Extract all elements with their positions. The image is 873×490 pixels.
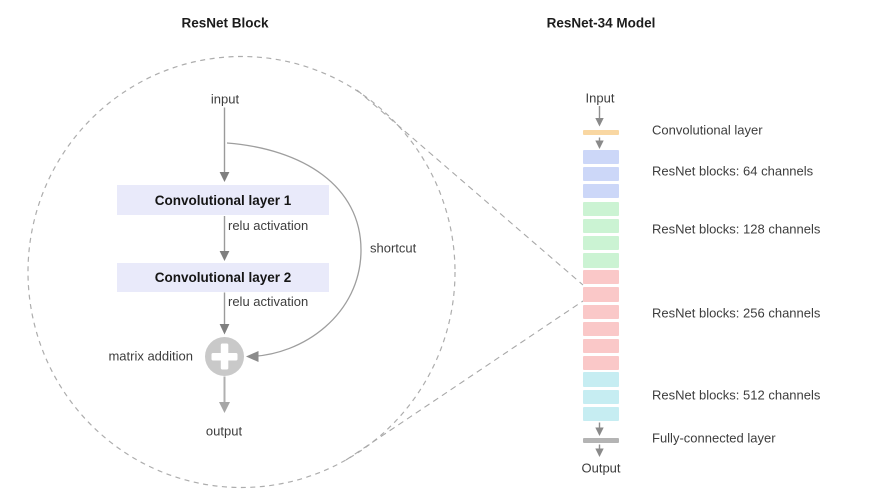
resnet-128-annotation: ResNet blocks: 128 channels <box>652 221 821 237</box>
zoom-cone-upper-line <box>356 89 584 286</box>
resnet-512-annotation: ResNet blocks: 512 channels <box>652 387 821 402</box>
resnet-bar-256ch <box>583 304 619 319</box>
resnet-bar-512ch <box>583 406 619 421</box>
resnet-bar-64ch <box>583 150 619 165</box>
resnet-bar-128ch <box>583 253 619 268</box>
resnet-bar-512ch <box>583 372 619 387</box>
dashed-circle <box>27 55 456 489</box>
resnet-bar-128ch <box>583 236 619 251</box>
resnet-bar-256ch <box>583 321 619 336</box>
conv-layer-annotation: Convolutional layer <box>652 122 763 138</box>
left-diagram-title: ResNet Block <box>181 15 269 31</box>
conv-layer-1-box: Convolutional layer 1 <box>117 185 329 215</box>
resnet-256-annotation: ResNet blocks: 256 channels <box>652 305 821 320</box>
resnet-bar-256ch <box>583 287 619 302</box>
model-input-label: Input <box>585 90 615 105</box>
conv2-to-plus-arrow <box>219 292 230 335</box>
resnet-bar-64ch <box>583 184 619 199</box>
fc-layer-annotation: Fully-connected layer <box>652 430 776 445</box>
output-label: output <box>205 423 243 439</box>
model-output-label: Output <box>581 460 621 476</box>
conv-to-blocks-arrow <box>595 137 604 149</box>
resnet-64-annotation: ResNet blocks: 64 channels <box>652 163 814 179</box>
shortcut-curve <box>226 142 362 362</box>
input-label: input <box>210 91 240 107</box>
blocks-to-fc-arrow <box>595 422 604 436</box>
relu-activation-1-label: relu activation <box>228 218 309 233</box>
shortcut-label: shortcut <box>370 240 417 256</box>
conv-layer-2-label: Convolutional layer 2 <box>154 270 292 285</box>
resnet-bar-256ch <box>583 270 619 285</box>
conv-layer-1-label: Convolutional layer 1 <box>154 192 292 208</box>
resnet-bar-128ch <box>583 202 619 217</box>
conv1-to-conv2-arrow <box>219 216 230 261</box>
model-input-arrow <box>595 106 604 127</box>
fc-to-output-arrow <box>595 444 604 457</box>
matrix-addition-label: matrix addition <box>108 348 193 363</box>
plus-to-output-arrow <box>219 376 230 413</box>
resnet-bar-64ch <box>583 167 619 182</box>
fc-layer-bar <box>583 437 619 443</box>
resnet-bar-256ch <box>583 338 619 354</box>
resnet-bar-512ch <box>583 389 619 404</box>
conv-layer-bar <box>583 129 619 136</box>
resnet-bar-256ch <box>583 356 619 371</box>
plus-icon <box>205 337 244 376</box>
input-arrow <box>219 107 230 182</box>
relu-activation-2-label: relu activation <box>228 294 309 309</box>
zoom-cone-lower-line <box>345 300 584 461</box>
resnet-bar-128ch <box>583 219 619 234</box>
right-diagram-title: ResNet-34 Model <box>546 15 656 31</box>
conv-layer-2-box: Convolutional layer 2 <box>117 263 329 292</box>
